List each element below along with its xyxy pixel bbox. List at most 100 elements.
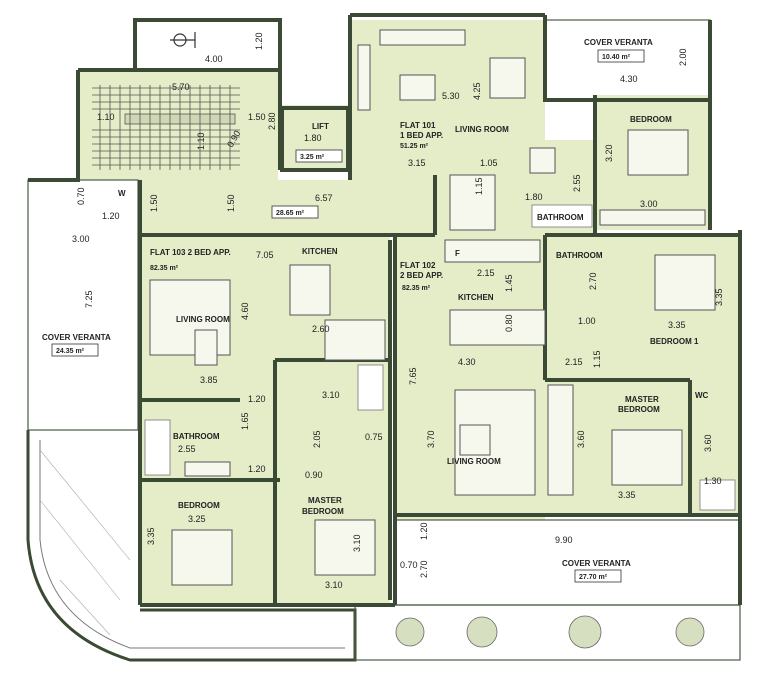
dim: 7.25 bbox=[84, 290, 94, 308]
bed bbox=[314, 519, 376, 576]
flat103-header: FLAT 103 2 BED APP. bbox=[150, 248, 231, 257]
lift-dim: 1.80 bbox=[304, 133, 322, 143]
flat102-master-label-2: BEDROOM bbox=[618, 405, 660, 414]
bath-unit bbox=[529, 147, 556, 174]
planter-strip bbox=[354, 604, 741, 661]
veranta-left bbox=[27, 179, 139, 431]
flat102-master-label-1: MASTER bbox=[625, 395, 659, 404]
furniture bbox=[144, 29, 736, 586]
dim: 1.20 bbox=[254, 32, 264, 50]
dim: 1.20 bbox=[248, 394, 266, 404]
dining-table bbox=[489, 57, 526, 99]
flat102-living-label: LIVING ROOM bbox=[447, 457, 501, 466]
dim: 4.00 bbox=[205, 54, 223, 64]
dim: 2.55 bbox=[178, 444, 196, 454]
dim: 1.50 bbox=[226, 194, 236, 212]
flat103-area: 82.35 m² bbox=[150, 265, 179, 272]
dim: 2.00 bbox=[678, 48, 688, 66]
lift-label: LIFT bbox=[312, 122, 329, 131]
sofa bbox=[357, 44, 371, 111]
dim: 0.75 bbox=[365, 432, 383, 442]
veranta-bottom-label: COVER VERANTA bbox=[562, 559, 631, 568]
bed bbox=[654, 254, 716, 311]
flat103-living-label: LIVING ROOM bbox=[176, 315, 230, 324]
dim: 3.60 bbox=[703, 434, 713, 452]
veranta-top-area: 10.40 m² bbox=[602, 54, 631, 61]
dim: 1.15 bbox=[474, 177, 484, 195]
flat101-type: 1 BED APP. bbox=[400, 131, 443, 140]
bed bbox=[171, 529, 233, 586]
kitchen-counter bbox=[324, 319, 386, 361]
flat103-kitchen-label: KITCHEN bbox=[302, 247, 338, 256]
dim: 1.10 bbox=[97, 112, 115, 122]
walls bbox=[28, 13, 742, 607]
staircase bbox=[92, 85, 240, 170]
dim: 3.35 bbox=[714, 288, 724, 306]
wheelchair-icon bbox=[170, 32, 196, 48]
flat103-master-label-1: MASTER bbox=[308, 496, 342, 505]
dim: 0.90 bbox=[305, 470, 323, 480]
dim: 4.60 bbox=[240, 302, 250, 320]
dim: 2.80 bbox=[267, 112, 277, 130]
room-labels: FLAT 101 1 BED APP. 51.25 m² LIVING ROOM… bbox=[42, 38, 709, 583]
dim: 3.10 bbox=[352, 534, 362, 552]
dim: 1.50 bbox=[149, 194, 159, 212]
vanity bbox=[184, 461, 231, 477]
plant-icon bbox=[675, 617, 705, 647]
dim: 5.30 bbox=[442, 91, 460, 101]
left-curved-balcony bbox=[26, 430, 357, 662]
dim: 1.00 bbox=[578, 316, 596, 326]
dim: 3.00 bbox=[72, 234, 90, 244]
bed bbox=[611, 429, 683, 486]
dim: 7.05 bbox=[256, 250, 274, 260]
flat101-living-label: LIVING ROOM bbox=[455, 125, 509, 134]
flat102-area: 82.35 m² bbox=[402, 285, 431, 292]
dim: 1.20 bbox=[102, 211, 120, 221]
dim: 4.30 bbox=[620, 74, 638, 84]
flat102-type: 2 BED APP. bbox=[400, 271, 443, 280]
dim: 3.35 bbox=[618, 490, 636, 500]
wardrobe bbox=[547, 384, 574, 496]
lift-area: 3.25 m² bbox=[300, 154, 325, 161]
veranta-left-area: 24.35 m² bbox=[56, 348, 85, 355]
kitchen-island bbox=[449, 309, 546, 346]
veranta-left-label: COVER VERANTA bbox=[42, 333, 111, 342]
dim: 2.55 bbox=[572, 174, 582, 192]
dim: 1.15 bbox=[592, 350, 602, 368]
dim: 1.65 bbox=[240, 412, 250, 430]
flat101-label: FLAT 101 bbox=[400, 121, 436, 130]
flat102-bedroom1-label: BEDROOM 1 bbox=[650, 337, 699, 346]
plant-icons bbox=[395, 615, 705, 649]
flat102-label: FLAT 102 bbox=[400, 261, 436, 270]
dim: 0.80 bbox=[504, 314, 514, 332]
dim: 7.65 bbox=[408, 367, 418, 385]
flat103-bedroom-label: BEDROOM bbox=[178, 501, 220, 510]
dim: 6.57 bbox=[315, 193, 333, 203]
dim: 4.30 bbox=[458, 357, 476, 367]
dim: 3.00 bbox=[640, 199, 658, 209]
plant-icon bbox=[395, 617, 425, 647]
veranta-top-label: COVER VERANTA bbox=[584, 38, 653, 47]
wardrobe bbox=[599, 209, 706, 226]
dim: 3.15 bbox=[408, 158, 426, 168]
dim: 1.05 bbox=[480, 158, 498, 168]
flat101-bedroom-label: BEDROOM bbox=[630, 115, 672, 124]
bathtub bbox=[531, 204, 593, 228]
shower bbox=[699, 479, 736, 511]
dim: 3.10 bbox=[322, 390, 340, 400]
kitchen-counter bbox=[444, 239, 541, 263]
dim: 2.15 bbox=[565, 357, 583, 367]
corridor-area: 28.65 m² bbox=[276, 210, 305, 217]
dim: 4.25 bbox=[472, 82, 482, 100]
dim: 3.25 bbox=[188, 514, 206, 524]
dim: 9.90 bbox=[555, 535, 573, 545]
dim: 1.10 bbox=[196, 132, 206, 150]
flat102-wc-label: WC bbox=[695, 391, 709, 400]
coffee-table bbox=[399, 74, 436, 101]
dim: 1.20 bbox=[248, 464, 266, 474]
dim: 0.70 bbox=[400, 560, 418, 570]
dim: 3.70 bbox=[426, 430, 436, 448]
dim: 3.60 bbox=[576, 430, 586, 448]
kitchen-unit bbox=[449, 174, 496, 231]
